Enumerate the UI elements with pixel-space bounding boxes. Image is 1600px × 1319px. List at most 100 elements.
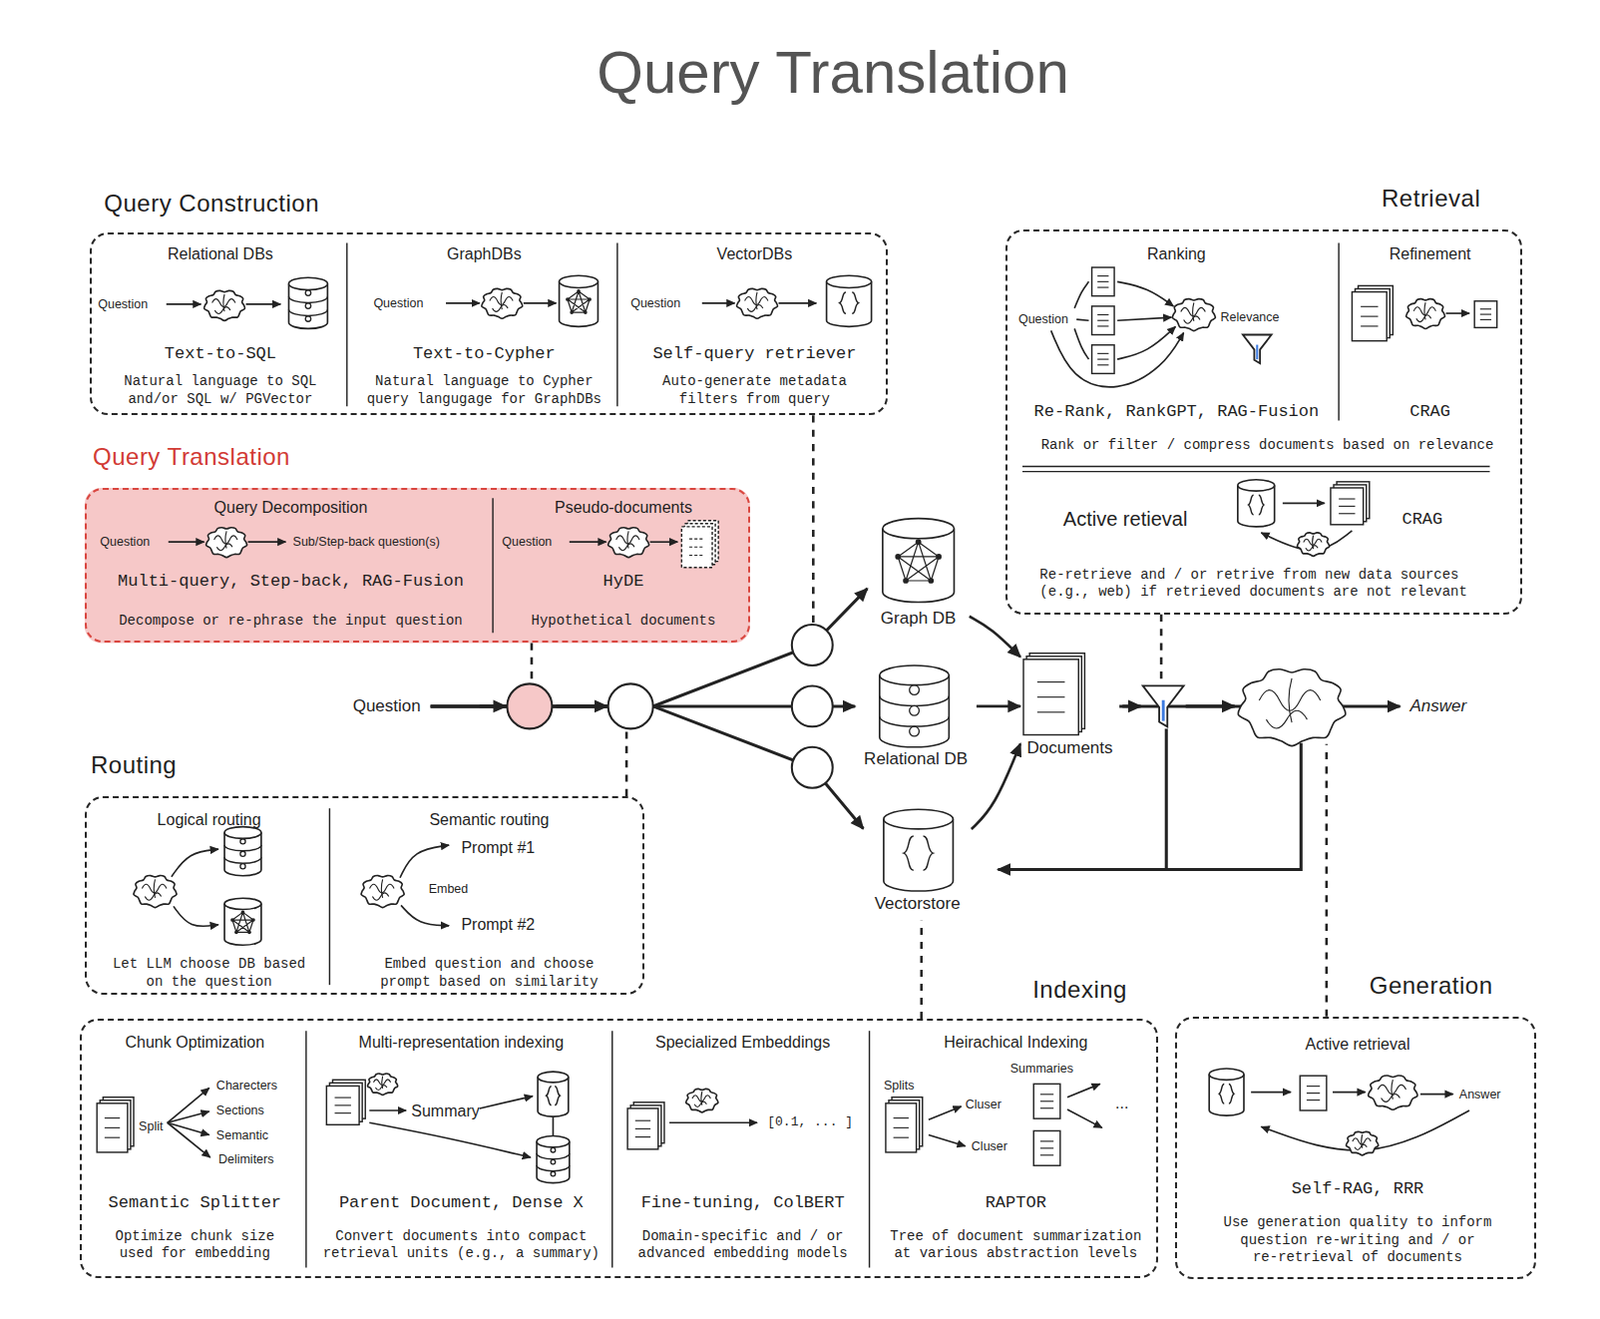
brain-fold (1305, 545, 1318, 551)
document-line (1338, 497, 1355, 499)
cylinder-body (882, 528, 955, 603)
vec-database-icon (883, 808, 954, 891)
arrow (1250, 1091, 1291, 1094)
arrow (569, 540, 607, 543)
technique-name: CRAG (1401, 509, 1443, 530)
word: choose (543, 955, 594, 972)
document-sheet (1092, 267, 1116, 297)
arrow (479, 1096, 533, 1109)
document-line (104, 1137, 120, 1139)
illustration-label: Question (1018, 312, 1069, 328)
word: retrieved (1165, 583, 1241, 600)
word: inform (1441, 1213, 1492, 1230)
document-sheet (627, 1108, 659, 1150)
panel-heading: Query Translation (92, 442, 291, 471)
brain-fold (216, 543, 233, 551)
arrow (1332, 1091, 1366, 1094)
technique-name: CRAG (1340, 401, 1520, 422)
document-sheet (1033, 1130, 1061, 1166)
line (552, 1116, 555, 1136)
document-icon (326, 1085, 360, 1125)
document-line (1097, 359, 1109, 361)
technique-section: GraphDBsText-to-CypherNatural language t… (349, 234, 620, 417)
graph-vertex (927, 577, 934, 584)
document-icon (1033, 1083, 1061, 1119)
document-line (1097, 275, 1109, 277)
word: abstraction (986, 1244, 1079, 1261)
brain-fold (500, 292, 502, 310)
cylinder-band (879, 696, 950, 707)
brace-symbol (554, 1086, 560, 1106)
word: (e.g., (1039, 583, 1090, 600)
separator-line (305, 1030, 307, 1267)
datastore-node: Relational DB (854, 661, 977, 774)
graph-vertex (565, 297, 570, 302)
technique-section: Pseudo-documentsHyDEHypothetical documen… (494, 489, 753, 645)
word: GraphDBs (534, 391, 602, 407)
word: the (171, 973, 197, 990)
brace-symbol (1228, 1083, 1234, 1104)
word: Natural (375, 373, 434, 390)
brain-icon (204, 290, 246, 321)
technique-section: Heirachical IndexingRAPTORTree of docume… (871, 1020, 1161, 1280)
brain-outline (686, 1088, 719, 1113)
arrow (369, 1122, 531, 1158)
illustration-label: Question (97, 296, 148, 312)
word: w/ (220, 391, 238, 407)
junction-circle (792, 685, 833, 727)
document-icon (1023, 659, 1079, 736)
document-icon (1330, 487, 1364, 525)
word: Domain-specific (642, 1227, 769, 1244)
word: document (956, 1227, 1024, 1244)
brain-fold (700, 1091, 703, 1106)
illustration-label: Question (501, 534, 552, 550)
word: data (1358, 566, 1393, 583)
technique-name: RAPTOR (871, 1193, 1161, 1213)
word: to (517, 373, 535, 390)
junction-circle (792, 747, 833, 789)
word: question (434, 955, 502, 972)
illustration-label: Embed (428, 880, 469, 896)
cylinder-dot (240, 838, 246, 844)
document-line (893, 1137, 909, 1139)
brain-fold (1258, 690, 1320, 712)
highlighted-panel: Query TranslationQuery DecompositionMult… (84, 487, 751, 643)
section-heading: GraphDBs (349, 244, 620, 264)
document-line (1360, 325, 1378, 327)
word: not (1366, 583, 1392, 600)
arrow (400, 904, 449, 925)
vec-database-icon (1237, 479, 1275, 527)
technique-section: Logical routingLet LLM choose DB based o… (86, 798, 333, 997)
word: input (345, 612, 388, 629)
document-sheet (1092, 345, 1116, 375)
brain-fold (381, 878, 383, 897)
flow-arrow (969, 616, 1021, 658)
illustration-label: Prompt #1 (460, 837, 535, 857)
document-line (1097, 353, 1109, 355)
line (1074, 328, 1089, 360)
word: used (119, 1244, 154, 1261)
line (1165, 728, 1169, 869)
document-line (689, 546, 705, 548)
cylinder-body (879, 675, 950, 748)
brain-icon (1172, 299, 1215, 332)
flow-label: Answer (1400, 696, 1478, 717)
brain-icon (1237, 669, 1346, 747)
brain-icon (361, 875, 404, 908)
document-sheet (1474, 301, 1498, 329)
arrow (1117, 281, 1174, 307)
document-sheet (1023, 659, 1079, 736)
word: for (500, 391, 526, 407)
word: of (1361, 1248, 1379, 1265)
section-heading: Specialized Embeddings (614, 1032, 872, 1052)
word: or (1191, 566, 1208, 583)
description: Re-retrieve and / or retrive from new da… (1039, 566, 1494, 602)
word: the (311, 612, 337, 629)
document-line (893, 1127, 909, 1129)
illustration-label: Sub/Step-back question(s) (293, 534, 440, 550)
document-sheet (1092, 306, 1116, 336)
filter-icon (1143, 685, 1185, 727)
illustration-label: Splits (883, 1078, 915, 1094)
document-line (335, 1104, 352, 1106)
arrow (167, 1087, 210, 1123)
